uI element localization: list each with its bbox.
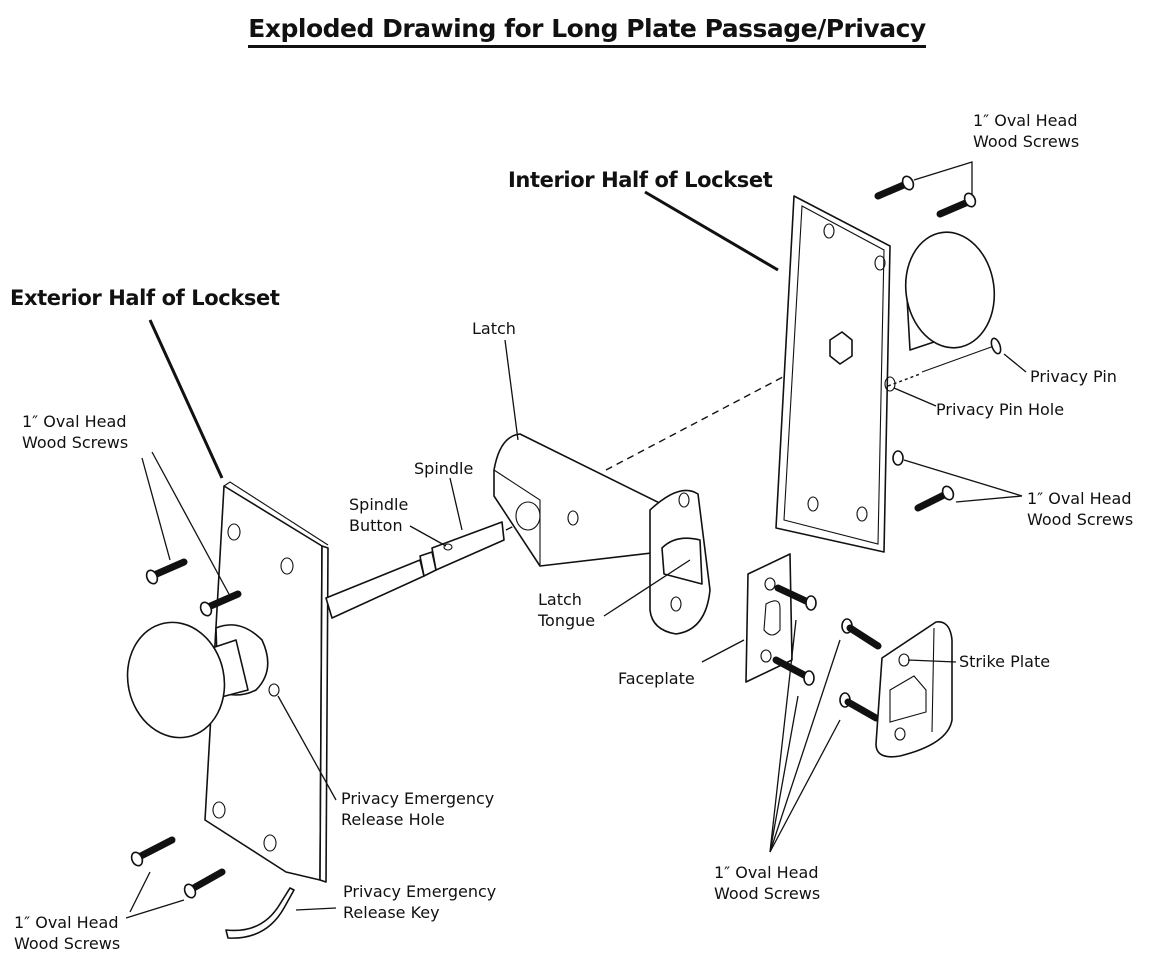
diagram-title-text: Exploded Drawing for Long Plate Passage/… <box>248 14 926 48</box>
label-strike-plate: Strike Plate <box>959 652 1051 671</box>
spindle-icon <box>325 521 505 619</box>
label-privacy-pin-hole: Privacy Pin Hole <box>936 400 1065 419</box>
release-key-icon <box>225 887 295 939</box>
label-screws-mid-right: 1″ Oval Head Wood Screws <box>1027 489 1134 529</box>
label-screws-top-left: 1″ Oval Head Wood Screws <box>22 412 129 452</box>
leader-lines <box>125 161 1027 919</box>
label-spindle-button: Spindle Button <box>349 495 409 535</box>
label-screws-top-right: 1″ Oval Head Wood Screws <box>973 111 1080 151</box>
label-screws-bottom-left: 1″ Oval Head Wood Screws <box>14 913 121 953</box>
diagram-title: Exploded Drawing for Long Plate Passage/… <box>0 14 1174 48</box>
label-privacy-pin: Privacy Pin <box>1030 367 1117 386</box>
label-screws-bottom-center: 1″ Oval Head Wood Screws <box>714 863 821 903</box>
strike-plate-icon <box>875 621 953 758</box>
label-spindle: Spindle <box>414 459 474 478</box>
exterior-half-heading: Exterior Half of Lockset <box>10 286 280 310</box>
label-release-key: Privacy Emergency Release Key <box>343 882 497 922</box>
exterior-screws-icon <box>130 558 242 899</box>
label-latch: Latch <box>472 319 516 338</box>
privacy-pin-icon <box>921 337 1002 373</box>
label-release-hole: Privacy Emergency Release Hole <box>341 789 495 829</box>
release-hole-icon <box>268 683 280 697</box>
label-faceplate: Faceplate <box>618 669 695 688</box>
exterior-plate <box>204 481 329 883</box>
exterior-knob-icon <box>126 621 269 739</box>
label-latch-tongue: Latch Tongue <box>538 590 596 630</box>
latch-icon <box>493 433 711 635</box>
interior-screws-icon <box>874 175 977 512</box>
interior-knob-icon <box>904 231 996 351</box>
interior-plate <box>775 195 896 553</box>
interior-half-heading: Interior Half of Lockset <box>508 168 773 192</box>
